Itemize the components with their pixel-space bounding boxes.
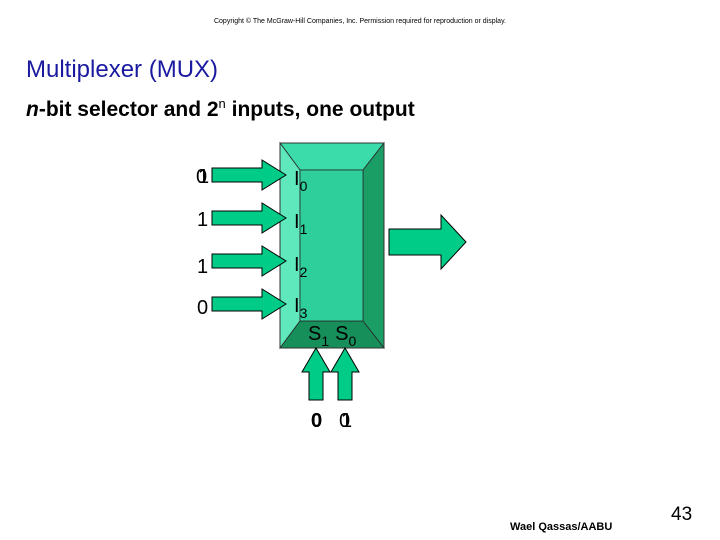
input-label-0: I0 bbox=[294, 168, 308, 194]
subtitle-sup: n bbox=[218, 96, 226, 111]
mux-front-face bbox=[299, 169, 364, 322]
input-value-0: 1 bbox=[198, 166, 209, 188]
input-label-2-text: I bbox=[294, 254, 300, 276]
input-arrow-0 bbox=[211, 159, 287, 191]
page-number: 43 bbox=[671, 504, 693, 525]
select-value-s0: 1 bbox=[341, 410, 352, 432]
input-arrow-2-shape bbox=[211, 245, 287, 277]
select-label-s0-sub: 0 bbox=[348, 333, 356, 349]
select-arrow-s0 bbox=[330, 347, 360, 401]
select-label-s0-text: S bbox=[335, 323, 348, 345]
mux-block bbox=[279, 141, 385, 350]
input-label-3: I3 bbox=[294, 295, 308, 321]
output-arrow bbox=[388, 213, 467, 271]
input-label-1: I1 bbox=[294, 211, 308, 237]
input-label-3-sub: 3 bbox=[300, 305, 308, 321]
input-arrow-2 bbox=[211, 245, 287, 277]
select-label-s1-sub: 1 bbox=[321, 333, 329, 349]
input-label-0-text: I bbox=[294, 168, 300, 190]
input-label-3-text: I bbox=[294, 295, 300, 317]
input-value-1: 1 bbox=[197, 209, 208, 231]
subtitle-italic: n bbox=[26, 98, 39, 121]
input-label-1-sub: 1 bbox=[300, 221, 308, 237]
subtitle-part2: inputs, one output bbox=[225, 98, 415, 121]
input-arrow-1 bbox=[211, 202, 287, 234]
select-label-s1-text: S bbox=[308, 323, 321, 345]
select-value-s1: 0 bbox=[311, 410, 322, 432]
select-value-s1-overlay: 0 bbox=[311, 410, 322, 432]
select-value-s0-overlay: 0 bbox=[339, 410, 350, 432]
input-label-2-sub: 2 bbox=[300, 264, 308, 280]
slide-subtitle: n-bit selector and 2n inputs, one output bbox=[26, 96, 415, 122]
copyright-notice: Copyright © The McGraw-Hill Companies, I… bbox=[213, 18, 506, 25]
input-arrow-3-shape bbox=[211, 288, 287, 320]
input-arrow-3 bbox=[211, 288, 287, 320]
input-label-0-sub: 0 bbox=[300, 178, 308, 194]
slide-title: Multiplexer (MUX) bbox=[26, 56, 219, 83]
select-arrow-s1 bbox=[301, 347, 331, 401]
input-value-0-overlay: 0 bbox=[196, 166, 207, 188]
mux-right-face bbox=[362, 141, 385, 350]
input-label-1-text: I bbox=[294, 211, 300, 233]
input-value-3: 0 bbox=[197, 297, 208, 319]
input-label-2: I2 bbox=[294, 254, 308, 280]
subtitle-part1: -bit selector and 2 bbox=[38, 98, 219, 121]
mux-outline bbox=[279, 142, 385, 349]
input-arrow-1-shape bbox=[211, 202, 287, 234]
input-value-2: 1 bbox=[197, 256, 208, 278]
input-arrow-0-shape bbox=[211, 159, 287, 191]
author-credit: Wael Qassas/AABU bbox=[510, 521, 613, 533]
